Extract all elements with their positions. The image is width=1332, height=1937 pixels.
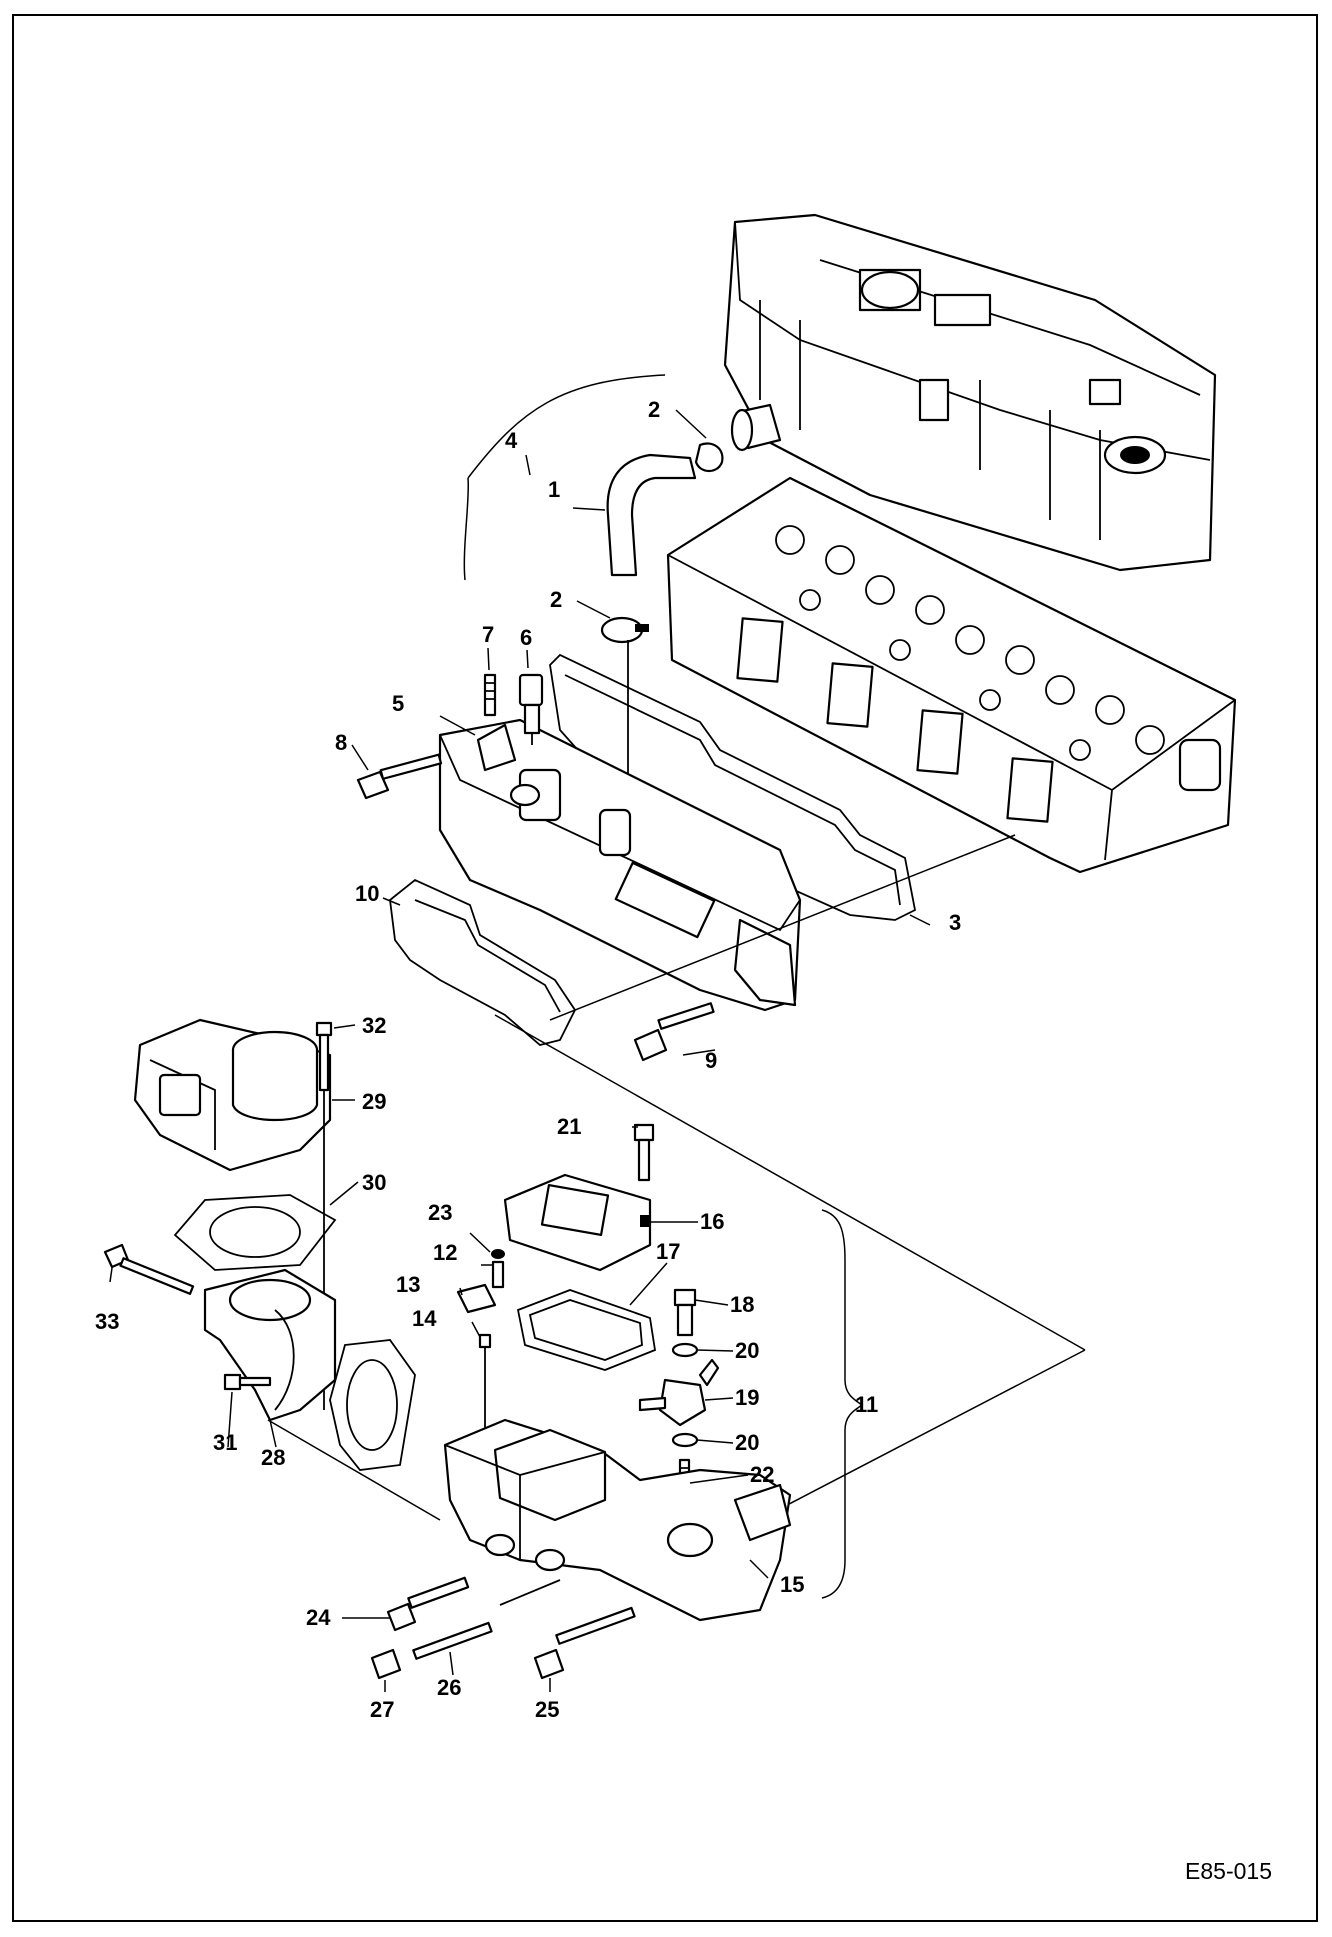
bolt-24: [386, 1576, 470, 1632]
callout-15: 15: [780, 1572, 804, 1597]
callout-30: 30: [362, 1170, 386, 1195]
callout-9: 9: [705, 1048, 717, 1073]
callout-18: 18: [730, 1292, 754, 1317]
bracket-4: [467, 374, 666, 479]
bolt-25: [533, 1606, 636, 1680]
callout-4: 4: [505, 428, 518, 453]
callout-14: 14: [412, 1306, 437, 1331]
bolt-8: [356, 753, 443, 800]
callout-2-top: 2: [648, 397, 660, 422]
callout-7: 7: [482, 622, 494, 647]
leader-line: [267, 1419, 441, 1521]
adapter-elbow: [203, 1268, 337, 1422]
callout-leaders: [109, 409, 931, 1692]
water-outlet-housing: [443, 1418, 792, 1622]
valve-cover: [723, 213, 1217, 572]
throttle-body: [133, 1018, 332, 1172]
callout-17: 17: [656, 1239, 680, 1264]
callout-6: 6: [520, 625, 532, 650]
cylinder-head: [666, 476, 1237, 874]
leader-line: [494, 1014, 1086, 1351]
callout-16: 16: [700, 1209, 724, 1234]
callout-29: 29: [362, 1089, 386, 1114]
callout-1: 1: [548, 477, 560, 502]
intake-manifold: [438, 718, 802, 1012]
bolt-31: [223, 1373, 272, 1391]
callout-33: 33: [95, 1309, 119, 1334]
callout-28: 28: [261, 1445, 285, 1470]
bracket-4: [463, 477, 470, 581]
callout-23: 23: [428, 1200, 452, 1225]
bolt-12-14: [456, 1249, 505, 1435]
stud-26: [412, 1579, 561, 1660]
bolt-33: [103, 1243, 195, 1295]
callout-10: 10: [355, 881, 379, 906]
bolt-21: [633, 1123, 655, 1182]
callout-13: 13: [396, 1272, 420, 1297]
callout-19: 19: [735, 1385, 759, 1410]
callout-8: 8: [335, 730, 347, 755]
callout-11: 11: [855, 1392, 878, 1417]
figure-id: E85-015: [1185, 1858, 1272, 1884]
callout-3: 3: [949, 910, 961, 935]
gasket-17: [516, 1289, 656, 1371]
diagram-frame: [12, 14, 1318, 1922]
leader-line: [549, 834, 1016, 1021]
callout-20-bottom: 20: [735, 1430, 759, 1455]
fitting-18-19-20: [638, 1288, 720, 1497]
bracket-11: [821, 1209, 864, 1599]
gasket-28: [329, 1339, 416, 1471]
callout-25: 25: [535, 1697, 559, 1722]
callout-27: 27: [370, 1697, 394, 1722]
gasket-30: [173, 1194, 337, 1271]
callout-31: 31: [213, 1430, 237, 1455]
bolt-9: [633, 1002, 715, 1062]
callout-26: 26: [437, 1675, 461, 1700]
temperature-sensor: [518, 673, 544, 745]
hose-assembly: [600, 403, 782, 820]
stud: [483, 673, 497, 717]
thermostat-cover: [503, 1173, 652, 1272]
callout-24: 24: [306, 1605, 331, 1630]
callout-5: 5: [392, 691, 404, 716]
callout-2-bottom: 2: [550, 587, 562, 612]
callout-22: 22: [750, 1462, 774, 1487]
callout-labels: 2 4 1 2 7 6 5 8 10 3 9 32 29 30 33 31 28…: [95, 397, 961, 1722]
callout-21: 21: [557, 1114, 581, 1139]
nut-27: [370, 1648, 402, 1680]
callout-32: 32: [362, 1013, 386, 1038]
callout-20-top: 20: [735, 1338, 759, 1363]
callout-12: 12: [433, 1240, 457, 1265]
throttle-body-gasket-10: [389, 878, 577, 1046]
